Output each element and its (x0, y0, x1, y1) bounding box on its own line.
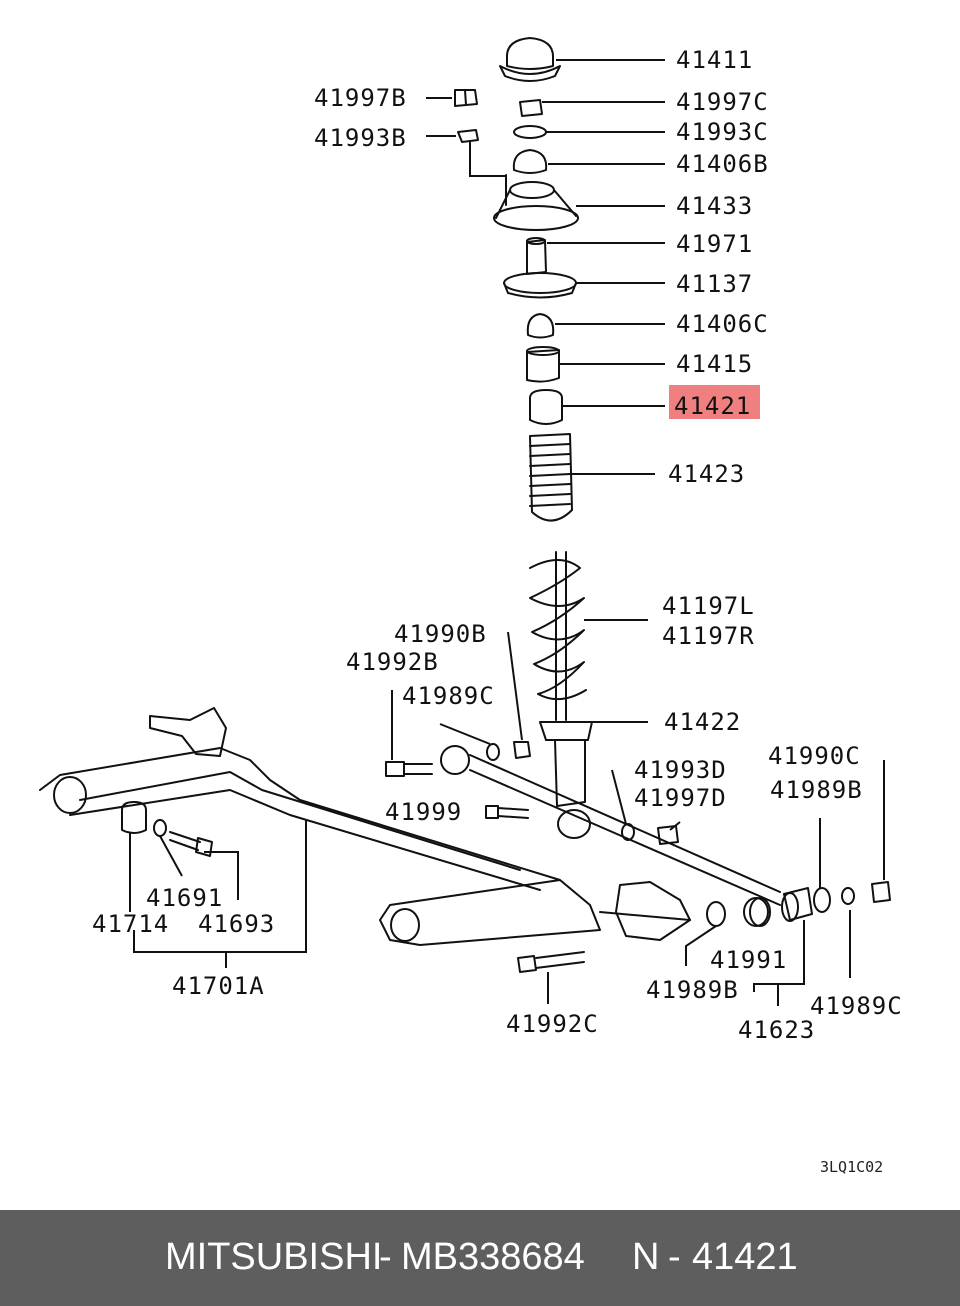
bump-stop-41421 (529, 389, 563, 425)
label-41993D: 41993D (634, 756, 727, 784)
label-41999: 41999 (385, 798, 462, 826)
shock-absorber-41422 (539, 551, 593, 807)
nut-41997B (454, 89, 478, 107)
label-41991: 41991 (710, 946, 787, 974)
label-41691: 41691 (146, 884, 223, 912)
label-41406B: 41406B (676, 150, 769, 178)
highlight-box (669, 385, 760, 419)
footer-brand: MITSUBISHI (165, 1236, 383, 1278)
label-41992C: 41992C (506, 1010, 599, 1038)
footer-separator: - (379, 1236, 392, 1278)
part-labels: 41411 41997B 41997C 41993B 41993C 41406B… (92, 46, 903, 1176)
label-41989B-right: 41989B (770, 776, 863, 804)
label-41993B: 41993B (314, 124, 407, 152)
footer-part-number: MB338684 (401, 1236, 585, 1278)
dust-cap-41411 (499, 37, 561, 82)
washer-41989B-right (813, 887, 831, 913)
washer-41993B (457, 129, 479, 143)
label-41971: 41971 (676, 230, 753, 258)
washer-41989C-bottom (841, 887, 855, 905)
label-41997C: 41997C (676, 88, 769, 116)
label-41693: 41693 (198, 910, 275, 938)
label-41993C: 41993C (676, 118, 769, 146)
nut-41997C (519, 99, 543, 117)
bushing-41406B (512, 149, 548, 174)
washer-41993D (621, 823, 635, 841)
nut-41990C (871, 881, 891, 903)
footer-n-label: N (632, 1236, 660, 1278)
bushing-41714 (121, 801, 147, 834)
washer-41691 (153, 819, 167, 837)
label-41997D: 41997D (634, 784, 727, 812)
parts-diagram: 41411 41997B 41997C 41993B 41993C 41406B… (39, 37, 903, 1176)
label-41406C: 41406C (676, 310, 769, 338)
label-41423: 41423 (668, 460, 745, 488)
bolt-41992C (517, 951, 585, 973)
label-41433: 41433 (676, 192, 753, 220)
label-41197L: 41197L (662, 592, 755, 620)
axle-beam-41701A (39, 707, 691, 946)
label-41714: 41714 (92, 910, 169, 938)
spring-seat-41137 (503, 272, 577, 299)
label-41990C: 41990C (768, 742, 861, 770)
washer-41993C (513, 125, 547, 139)
footer-bar: MITSUBISHI - MB338684 N - 41421 (0, 1210, 960, 1306)
footer-diagram-number: 41421 (692, 1236, 798, 1278)
bushing-41623 (781, 887, 813, 922)
label-41989C-top: 41989C (402, 682, 495, 710)
coil-spring-41197 (529, 559, 587, 701)
nut-41990B (513, 741, 531, 759)
bolt-41693 (169, 831, 213, 857)
label-41989C-bottom: 41989C (810, 992, 903, 1020)
leader-lines (129, 59, 885, 1006)
strut-mount-41433 (493, 174, 579, 231)
spacer-41971 (526, 237, 547, 275)
label-41990B: 41990B (394, 620, 487, 648)
label-41137: 41137 (676, 270, 753, 298)
bolt-41999-small (485, 805, 529, 819)
lateral-rod-41999 (440, 745, 781, 906)
washer-41989B (706, 901, 726, 927)
label-41411: 41411 (676, 46, 753, 74)
bushing-41406C (526, 313, 555, 339)
label-41997B: 41997B (314, 84, 407, 112)
label-41992B: 41992B (346, 648, 439, 676)
nut-41997D (657, 825, 679, 845)
footer-separator-2: - (668, 1236, 681, 1278)
exploded-view-drawing: 41411 41997B 41997C 41993B 41993C 41406B… (39, 37, 903, 1176)
label-41415: 41415 (676, 350, 753, 378)
label-41623: 41623 (738, 1016, 815, 1044)
label-41701A: 41701A (172, 972, 265, 1000)
bushing-41991 (743, 897, 771, 927)
label-41197R: 41197R (662, 622, 755, 650)
bumper-41415 (526, 346, 560, 383)
label-41422: 41422 (664, 708, 741, 736)
dust-boot-41423 (529, 433, 573, 522)
label-41421: 41421 (674, 392, 751, 420)
label-41989B-bottom: 41989B (646, 976, 739, 1004)
washer-41989C-top (486, 743, 500, 761)
diagram-reference-code: 3LQ1C02 (820, 1158, 883, 1176)
bolt-41992B (385, 761, 433, 777)
